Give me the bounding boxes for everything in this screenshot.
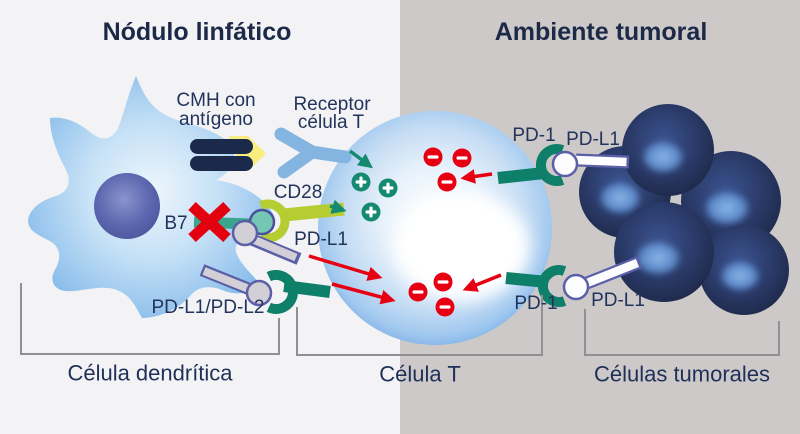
- pdl1-tumor-bottom-label: PD-L1: [591, 290, 645, 312]
- minus-circle-icon: [437, 172, 457, 192]
- dendritic-nucleus: [94, 173, 160, 239]
- red-arrow-icon: [462, 273, 502, 292]
- pd1-receptor-icon-left: [266, 270, 331, 314]
- pdl1-pdl2-ligand-icon: [199, 264, 252, 295]
- mhc-label-line1: CMH con: [176, 90, 256, 112]
- pdl1-dendritic-label: PD-L1: [294, 229, 348, 251]
- pd1-top-label: PD-1: [512, 125, 556, 147]
- mhc-antigen-complex: [190, 136, 266, 171]
- pd1-bottom-label: PD-1: [514, 293, 558, 315]
- green-arrow-icon: [348, 149, 373, 169]
- pdl1-pdl2-head: [245, 279, 273, 307]
- mhc-label-line2: antígeno: [179, 109, 253, 131]
- b7-label: B7: [164, 213, 188, 235]
- pdl1-ligand-icon-dendritic: [231, 219, 302, 265]
- plus-circle-icon: [361, 202, 381, 222]
- tcr-label-line1: Receptor: [293, 94, 371, 116]
- tumor-cell: [699, 225, 789, 315]
- plus-circle-icon: [378, 178, 398, 198]
- minus-circle-icon: [452, 148, 472, 168]
- t-cell-inner-region: [394, 193, 530, 301]
- red-arrow-icons: [308, 169, 502, 305]
- red-arrow-icon: [460, 169, 493, 184]
- mhc-bar-icon: [190, 156, 253, 171]
- red-arrow-icon: [331, 282, 396, 305]
- tumor-cells-label: Células tumorales: [593, 361, 771, 387]
- dendritic-cell: [28, 76, 275, 318]
- bracket-dendritic: [20, 283, 280, 355]
- tumor-environment-title: Ambiente tumoral: [494, 17, 708, 46]
- minus-circle-icon: [408, 282, 428, 302]
- negative-signals-bottom: [408, 272, 455, 317]
- pd1-receptor-icon-bottom-right: [505, 265, 567, 307]
- tumor-cell: [614, 202, 714, 302]
- pdl1-ligand-icon-tumor-top: [551, 150, 630, 178]
- tcr-receptor-icon: [274, 127, 352, 179]
- red-x-icon: [188, 201, 231, 243]
- tumor-cell: [622, 104, 714, 196]
- minus-circle-icon: [423, 147, 443, 167]
- dendritic-cell-label: Célula dendrítica: [67, 360, 233, 386]
- bracket-tcell: [296, 295, 543, 356]
- red-arrow-icon: [308, 254, 383, 281]
- green-arrow-icons: [329, 149, 373, 214]
- pdl1-ligand-icon-tumor-bottom: [562, 255, 643, 301]
- cd28-label: CD28: [273, 182, 323, 204]
- minus-circle-icon: [435, 297, 455, 317]
- t-cell-label: Célula T: [379, 361, 461, 387]
- tumor-cell-cluster: [579, 104, 789, 315]
- lymph-node-title: Nódulo linfático: [102, 17, 292, 46]
- tcr-label-line2: célula T: [297, 112, 365, 134]
- minus-circle-icon: [433, 272, 453, 292]
- brackets: [20, 283, 780, 356]
- t-cell: [318, 111, 552, 345]
- pd1-receptor-icon-top-right: [497, 144, 565, 186]
- plus-circle-icon: [351, 172, 371, 192]
- pdl1-pdl2-label: PD-L1/PD-L2: [151, 297, 265, 319]
- pdl1-tumor-top-label: PD-L1: [566, 129, 620, 151]
- positive-signals: [351, 172, 398, 222]
- negative-signals-top: [423, 147, 472, 192]
- mhc-bar-icon: [190, 139, 253, 154]
- bracket-tumor: [584, 309, 780, 356]
- green-arrow-icon: [329, 199, 347, 214]
